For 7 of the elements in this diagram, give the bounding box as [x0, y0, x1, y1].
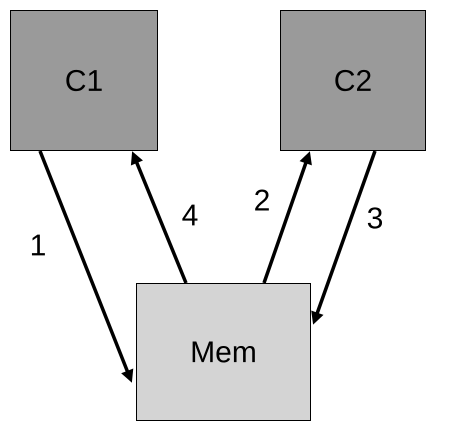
edge-label: 3 — [366, 206, 384, 230]
process-box: C1 — [10, 10, 158, 151]
edge-label: 1 — [28, 234, 48, 256]
edge-label: 2 — [252, 188, 272, 212]
edge-label: 4 — [180, 204, 200, 226]
process-box: C2 — [280, 10, 426, 151]
process-box: Mem — [136, 283, 311, 421]
